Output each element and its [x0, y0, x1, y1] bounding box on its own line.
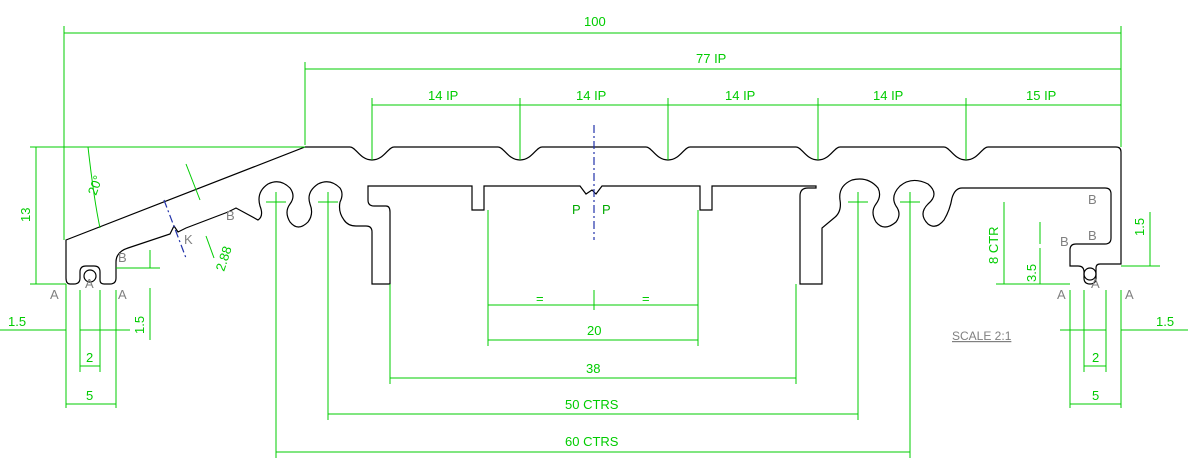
label-b: B: [1088, 228, 1097, 243]
dim-overall-width: 100: [584, 14, 606, 29]
dim-left-gap: 2: [86, 350, 93, 365]
label-a: A: [1091, 276, 1100, 291]
label-a: A: [85, 276, 94, 291]
label-p: P: [602, 202, 611, 217]
dim-groove-pitch-1: 14 IP: [428, 88, 458, 103]
dim-chamfer: 2.88: [213, 244, 235, 273]
dim-equal-right: =: [642, 291, 650, 306]
profile-outline: [65, 146, 1122, 285]
dim-slot-spacing: 20: [587, 323, 601, 338]
scale-note: SCALE 2:1: [952, 329, 1012, 343]
dim-left-foot-height: 1.5: [132, 316, 147, 334]
dim-left-margin: 1.5: [8, 314, 26, 329]
dim-centers-50: 50 CTRS: [565, 397, 619, 412]
section-line-k: [163, 199, 187, 259]
hole-centre-marks: [266, 192, 920, 212]
dim-ip-width: 77 IP: [696, 51, 726, 66]
label-b: B: [1060, 234, 1069, 249]
label-b: B: [118, 250, 127, 265]
dim-groove-pitch-4: 14 IP: [873, 88, 903, 103]
dim-right-height: 8 CTR: [986, 226, 1001, 264]
dim-right-width: 5: [1092, 388, 1099, 403]
dim-right-side: 1.5: [1132, 218, 1147, 236]
dim-angle: 20°: [85, 173, 106, 197]
dim-right-gap: 2: [1092, 350, 1099, 365]
dim-right-margin: 1.5: [1156, 314, 1174, 329]
dim-right-small: 3.5: [1024, 264, 1039, 282]
dimension-lines: [0, 26, 1188, 458]
dim-groove-pitch-2: 14 IP: [576, 88, 606, 103]
dim-groove-pitch-5: 15 IP: [1026, 88, 1056, 103]
dim-equal-left: =: [536, 291, 544, 306]
dim-centers-60: 60 CTRS: [565, 434, 619, 449]
label-b: B: [226, 208, 235, 223]
dim-inner-width: 38: [586, 361, 600, 376]
dim-groove-pitch-3: 14 IP: [725, 88, 755, 103]
label-p: P: [572, 202, 581, 217]
label-a: A: [118, 287, 127, 302]
label-b: B: [1088, 192, 1097, 207]
label-a: A: [1125, 287, 1134, 302]
label-a: A: [1057, 287, 1066, 302]
dim-left-width: 5: [86, 388, 93, 403]
dim-height: 13: [18, 208, 33, 222]
label-a: A: [50, 287, 59, 302]
label-k: K: [184, 232, 193, 247]
